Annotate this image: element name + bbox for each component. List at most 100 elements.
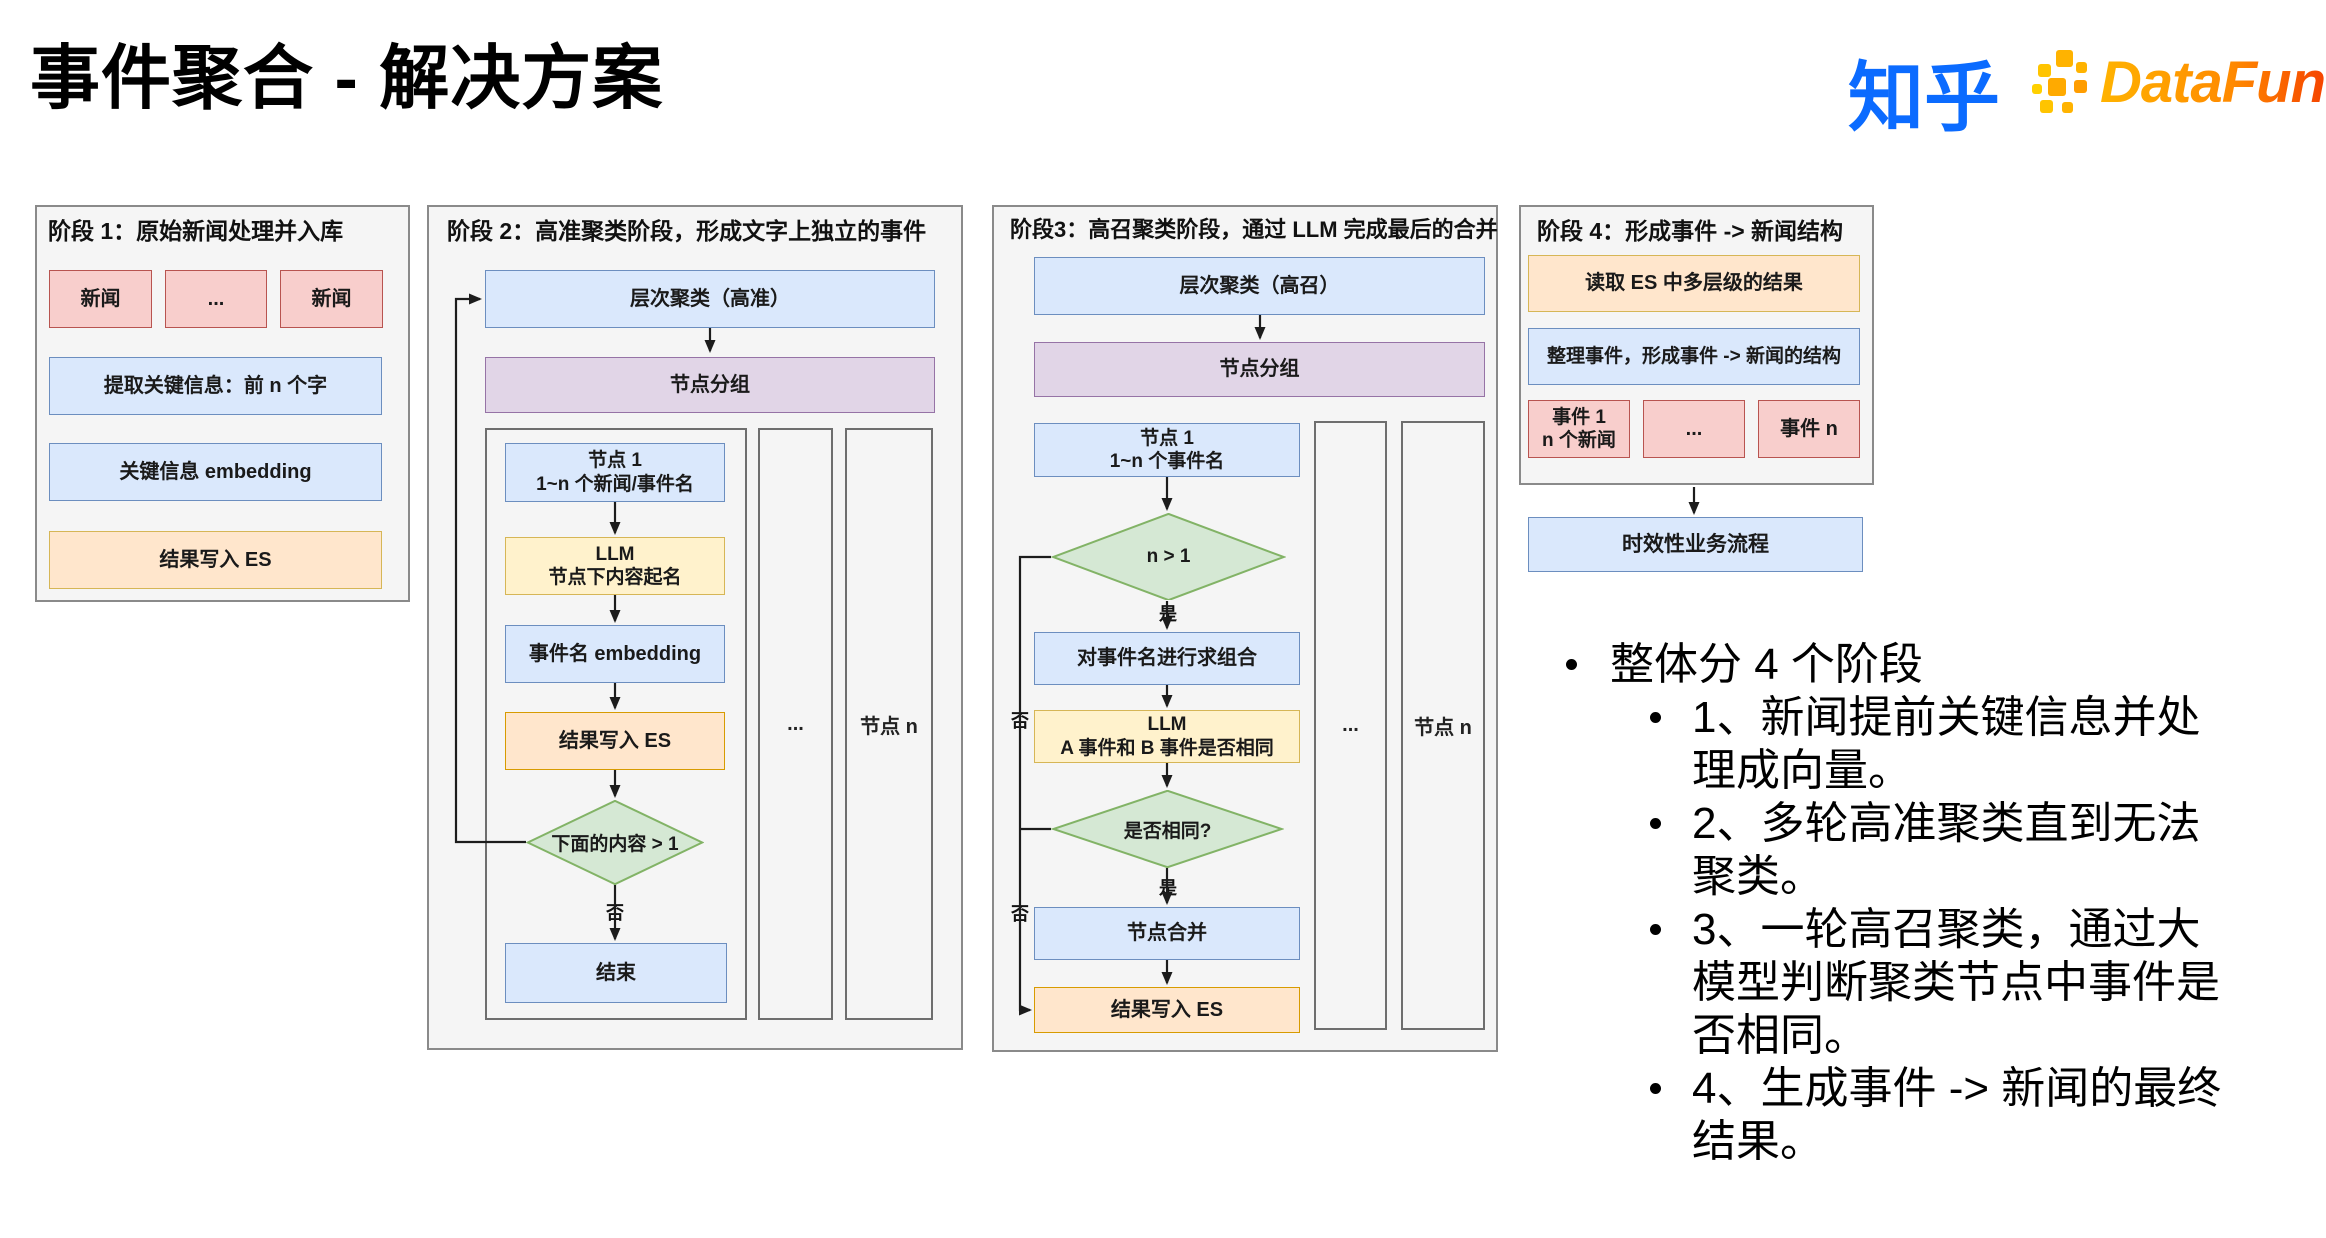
stage3-decision1-diamond: n > 1 xyxy=(1051,513,1286,601)
stage2-embedding-box: 事件名 embedding xyxy=(505,625,725,683)
list-item: 4、生成事件 -> 新闻的最终结果。 xyxy=(1540,1062,2260,1168)
stage2-decision-label: 下面的内容 > 1 xyxy=(551,834,679,855)
stage3-title: 阶段3：高召聚类阶段，通过 LLM 完成最后的合并 xyxy=(1010,217,1498,242)
datafun-logo-icon xyxy=(2032,48,2094,116)
note-item-text: 4、生成事件 -> 新闻的最终结果。 xyxy=(1692,1064,2222,1166)
notes-heading: 整体分 4 个阶段 xyxy=(1610,640,1923,689)
stage3-dots-column: ... xyxy=(1314,421,1387,1030)
stage2-end-label: 结束 xyxy=(596,961,636,984)
stage3-grouping-label: 节点分组 xyxy=(1219,358,1300,381)
stage2-cluster-box: 层次聚类（高准） xyxy=(485,270,935,328)
stage3-node1-line1: 节点 1 xyxy=(1140,427,1194,449)
stage1-embedding-label: 关键信息 embedding xyxy=(119,460,312,483)
datafun-logo: DataFun. xyxy=(2032,48,2326,116)
list-item: 3、一轮高召聚类，通过大模型判断聚类节点中事件是否相同。 xyxy=(1540,903,2260,1062)
stage4-event-n-label: 事件 n xyxy=(1780,417,1838,440)
note-item-text: 3、一轮高召聚类，通过大模型判断聚类节点中事件是否相同。 xyxy=(1692,905,2220,1060)
stage3-combine-box: 对事件名进行求组合 xyxy=(1034,632,1300,685)
bullet-icon xyxy=(1650,1083,1661,1094)
stage3-no1-label: 否 xyxy=(1008,707,1032,733)
stage3-llm-box: LLM A 事件和 B 事件是否相同 xyxy=(1034,710,1300,763)
page-title: 事件聚合 - 解决方案 xyxy=(30,39,664,117)
stage1-extract-box: 提取关键信息：前 n 个字 xyxy=(49,357,382,415)
stage2-decision-diamond: 下面的内容 > 1 xyxy=(526,800,704,885)
stage2-node1-box: 节点 1 1~n 个新闻/事件名 xyxy=(505,443,725,502)
stage1-write-es-label: 结果写入 ES xyxy=(159,548,272,571)
stage3-node-n-column: 节点 n xyxy=(1401,421,1485,1030)
stage2-node-n-column: 节点 n xyxy=(845,428,933,1020)
stage2-dots-column: ... xyxy=(758,428,833,1020)
zhihu-logo: 知乎 xyxy=(1848,56,2000,141)
stage4-read-es-box: 读取 ES 中多层级的结果 xyxy=(1528,255,1860,312)
stage3-cluster-box: 层次聚类（高召） xyxy=(1034,257,1485,315)
stage2-grouping-box: 节点分组 xyxy=(485,357,935,413)
list-item: 2、多轮高准聚类直到无法聚类。 xyxy=(1540,797,2260,903)
stage2-node-n-label: 节点 n xyxy=(860,715,918,738)
stage4-organize-label: 整理事件，形成事件 -> 新闻的结构 xyxy=(1547,345,1841,367)
stage1-news-label-2: 新闻 xyxy=(311,287,352,310)
stage3-node1-box: 节点 1 1~n 个事件名 xyxy=(1034,423,1300,477)
stage2-node1-line2: 1~n 个新闻/事件名 xyxy=(536,473,694,495)
stage3-combine-label: 对事件名进行求组合 xyxy=(1077,647,1257,670)
stage4-event1-line2: n 个新闻 xyxy=(1542,430,1616,451)
stage4-dots-box: ... xyxy=(1643,400,1745,458)
notes-list: 整体分 4 个阶段 1、新闻提前关键信息并处理成向量。 2、多轮高准聚类直到无法… xyxy=(1540,638,2260,1168)
bullet-icon xyxy=(1650,712,1661,723)
note-item-text: 2、多轮高准聚类直到无法聚类。 xyxy=(1692,799,2201,901)
stage2-write-es-label: 结果写入 ES xyxy=(558,729,672,752)
stage2-dots-label: ... xyxy=(787,712,804,735)
stage1-news-box-2: 新闻 xyxy=(280,270,383,328)
stage3-dots-label: ... xyxy=(1342,714,1359,736)
stage3-decision1-label: n > 1 xyxy=(1146,546,1191,567)
bullet-icon xyxy=(1650,818,1661,829)
stage4-event1-line1: 事件 1 xyxy=(1552,406,1606,428)
stage3-merge-box: 节点合并 xyxy=(1034,907,1300,960)
stage3-no2-label: 否 xyxy=(1008,900,1032,926)
stage4-event1-box: 事件 1 n 个新闻 xyxy=(1528,400,1630,458)
stage3-decision2-diamond: 是否相同? xyxy=(1051,790,1284,868)
stage2-llm-box: LLM 节点下内容起名 xyxy=(505,537,725,595)
stage4-downstream-label: 时效性业务流程 xyxy=(1622,532,1769,556)
stage3-cluster-label: 层次聚类（高召） xyxy=(1179,274,1340,297)
stage1-title: 阶段 1：原始新闻处理并入库 xyxy=(48,218,344,244)
stage3-merge-label: 节点合并 xyxy=(1127,922,1207,945)
stage3-write-es-box: 结果写入 ES xyxy=(1034,987,1300,1033)
stage3-yes2-label: 是 xyxy=(1156,874,1180,900)
stage3-llm-line1: LLM xyxy=(1147,714,1187,736)
stage1-extract-label: 提取关键信息：前 n 个字 xyxy=(103,374,328,397)
stage2-node1-line1: 节点 1 xyxy=(588,450,642,472)
stage2-write-es-box: 结果写入 ES xyxy=(505,712,725,770)
stage3-llm-line2: A 事件和 B 事件是否相同 xyxy=(1060,737,1274,759)
stage1-news-label: 新闻 xyxy=(80,287,121,310)
stage2-llm-line1: LLM xyxy=(595,543,635,565)
bullet-icon xyxy=(1650,924,1661,935)
stage4-downstream-box: 时效性业务流程 xyxy=(1528,517,1863,572)
note-item-text: 1、新闻提前关键信息并处理成向量。 xyxy=(1692,693,2201,795)
stage4-event-n-box: 事件 n xyxy=(1758,400,1860,458)
stage2-llm-line2: 节点下内容起名 xyxy=(548,567,682,588)
stage2-end-box: 结束 xyxy=(505,943,727,1003)
stage1-dots-box: ... xyxy=(165,270,267,328)
stage4-title: 阶段 4：形成事件 -> 新闻结构 xyxy=(1537,218,1844,244)
stage4-dots-label: ... xyxy=(1685,417,1703,440)
stage3-write-es-label: 结果写入 ES xyxy=(1110,998,1224,1021)
stage3-grouping-box: 节点分组 xyxy=(1034,342,1485,397)
bullet-icon xyxy=(1566,659,1577,670)
stage1-news-box: 新闻 xyxy=(49,270,152,328)
stage3-decision2-label: 是否相同? xyxy=(1123,820,1212,842)
datafun-logo-text: DataFun. xyxy=(2100,49,2326,116)
stage2-embedding-label: 事件名 embedding xyxy=(528,642,702,665)
stage2-cluster-label: 层次聚类（高准） xyxy=(630,287,790,310)
stage3-node-n-label: 节点 n xyxy=(1414,717,1472,739)
notes-heading-row: 整体分 4 个阶段 xyxy=(1540,638,2260,691)
stage2-no-label: 否 xyxy=(603,899,627,925)
stage3-yes1-label: 是 xyxy=(1156,600,1180,626)
list-item: 1、新闻提前关键信息并处理成向量。 xyxy=(1540,691,2260,797)
stage1-embedding-box: 关键信息 embedding xyxy=(49,443,382,501)
stage1-dots-label: ... xyxy=(207,287,225,310)
stage2-grouping-label: 节点分组 xyxy=(670,373,750,396)
stage2-title: 阶段 2：高准聚类阶段，形成文字上独立的事件 xyxy=(447,218,927,244)
stage3-node1-line2: 1~n 个事件名 xyxy=(1109,451,1225,472)
stage4-read-es-label: 读取 ES 中多层级的结果 xyxy=(1585,272,1803,295)
